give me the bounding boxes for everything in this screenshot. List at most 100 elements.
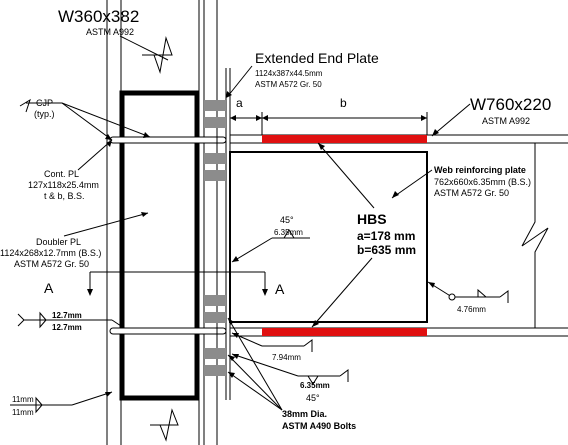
doubler-plate-size: 1124x268x12.7mm (B.S.) bbox=[0, 248, 101, 258]
leader-line bbox=[431, 103, 471, 137]
column-break-line-bottom bbox=[150, 408, 179, 442]
weld-fillet-symbol bbox=[35, 404, 43, 414]
leader-line bbox=[317, 142, 375, 209]
end-plate-grade: ASTM A572 Gr. 50 bbox=[255, 80, 322, 89]
beam-break-line bbox=[521, 143, 549, 328]
leader-line bbox=[227, 317, 283, 411]
weld-web-fillet-size: 4.76mm bbox=[457, 305, 486, 314]
continuity-plate-label: Cont. PL bbox=[44, 169, 79, 179]
doubler-plate-outline bbox=[119, 90, 200, 401]
web-plate-grade: ASTM A572 Gr. 50 bbox=[434, 188, 509, 198]
continuity-plate-note: t & b, B.S. bbox=[44, 191, 85, 201]
bolts-grade-label: ASTM A490 Bolts bbox=[282, 421, 356, 431]
weld-fillet-symbol bbox=[39, 311, 47, 321]
hbs-b: b=635 mm bbox=[357, 243, 416, 257]
continuity-plate-size: 127x118x25.4mm bbox=[28, 180, 99, 190]
beam-grade-label: ASTM A992 bbox=[482, 116, 530, 126]
leader-line bbox=[227, 371, 283, 411]
weld-fillet-symbol bbox=[477, 288, 487, 298]
leader-line bbox=[391, 169, 433, 199]
leader-line bbox=[311, 257, 373, 328]
weld-tail-symbol bbox=[339, 369, 349, 382]
weld-fillet-symbol bbox=[35, 396, 43, 406]
section-cut-label-left: A bbox=[44, 280, 54, 296]
weld-bottom-angle: 45° bbox=[306, 393, 320, 403]
weld-doubler-size-1: 12.7mm bbox=[52, 311, 82, 320]
weld-tail-symbol bbox=[303, 339, 313, 352]
bolts-diameter-label: 38mm Dia. bbox=[282, 409, 327, 419]
arrow-head bbox=[262, 115, 268, 121]
arrow-head bbox=[228, 318, 234, 325]
bottom-flange-reinforcement bbox=[262, 328, 427, 336]
leader-line bbox=[63, 212, 149, 237]
arrow-head bbox=[421, 115, 427, 121]
end-plate-size: 1124x387x44.5mm bbox=[255, 69, 323, 78]
arrow-head bbox=[228, 372, 235, 378]
leader-line bbox=[231, 353, 299, 377]
arrow-head bbox=[226, 91, 232, 98]
bolt bbox=[204, 348, 226, 359]
weld-fillet-symbol bbox=[39, 319, 47, 329]
arrow-head bbox=[232, 354, 239, 359]
leader-line bbox=[227, 354, 283, 411]
leader-line bbox=[111, 319, 125, 329]
doubler-plate-grade: ASTM A572 Gr. 50 bbox=[14, 259, 89, 269]
arrow-head bbox=[105, 392, 112, 397]
weld-column-size-2: 11mm bbox=[12, 408, 34, 417]
section-cut-label-right: A bbox=[275, 281, 285, 297]
arrow-head bbox=[143, 132, 150, 138]
weld-all-around-symbol bbox=[448, 293, 456, 301]
arrow-head bbox=[230, 115, 236, 121]
dimension-a-label: a bbox=[236, 96, 243, 110]
end-plate bbox=[216, 0, 231, 445]
bolt-group bbox=[204, 100, 226, 376]
arrow-head bbox=[256, 115, 262, 121]
bolt bbox=[204, 100, 226, 111]
column bbox=[106, 0, 227, 445]
leader-line bbox=[227, 65, 253, 97]
column-section-label: W360x382 bbox=[58, 7, 139, 26]
web-plate-size: 762x660x6.35mm (B.S.) bbox=[434, 177, 531, 187]
weld-doubler-size-2: 12.7mm bbox=[52, 323, 82, 332]
arrow-head bbox=[141, 212, 148, 217]
bolt bbox=[204, 312, 226, 323]
beam bbox=[229, 134, 568, 337]
weld-tail-symbol bbox=[17, 313, 25, 327]
top-flange-reinforcement bbox=[262, 135, 427, 143]
arrow-head bbox=[228, 355, 235, 361]
arrow-head bbox=[392, 191, 399, 198]
continuity-plate-top bbox=[109, 136, 227, 144]
arrow-head bbox=[312, 320, 319, 327]
weld-groove-symbol bbox=[283, 229, 295, 239]
weld-column-size-1: 11mm bbox=[12, 395, 34, 404]
leader-line bbox=[61, 102, 113, 141]
weld-size-top: 6.35mm bbox=[274, 228, 303, 237]
arrow-head bbox=[262, 289, 268, 296]
weld-tail-symbol bbox=[499, 290, 509, 303]
hbs-title: HBS bbox=[357, 211, 387, 227]
cjp-note: (typ.) bbox=[34, 109, 55, 119]
beam-section-label: W760x220 bbox=[470, 95, 551, 114]
leader-line bbox=[77, 139, 113, 171]
arrow-head bbox=[428, 282, 435, 288]
bolt bbox=[204, 117, 226, 128]
arrow-head bbox=[87, 289, 93, 296]
end-plate-title: Extended End Plate bbox=[255, 50, 379, 66]
bolt bbox=[204, 170, 226, 181]
leader-line bbox=[231, 237, 273, 263]
arrow-head bbox=[232, 256, 239, 262]
bolt bbox=[204, 295, 226, 306]
web-plate-title: Web reinforcing plate bbox=[434, 165, 526, 175]
leader-line bbox=[71, 391, 113, 406]
continuity-plate-bottom bbox=[109, 327, 227, 335]
column-grade-label: ASTM A992 bbox=[86, 27, 134, 37]
weld-angle-top: 45° bbox=[280, 215, 294, 225]
bolt bbox=[204, 365, 226, 376]
weld-flange-fillet-size: 7.94mm bbox=[272, 353, 301, 362]
dimension-b-label: b bbox=[340, 96, 347, 110]
weld-bottom-size: 6.35mm bbox=[300, 381, 330, 390]
bolt bbox=[204, 153, 226, 164]
arrow-head bbox=[432, 129, 439, 136]
dimension-lines: a b bbox=[230, 96, 428, 135]
